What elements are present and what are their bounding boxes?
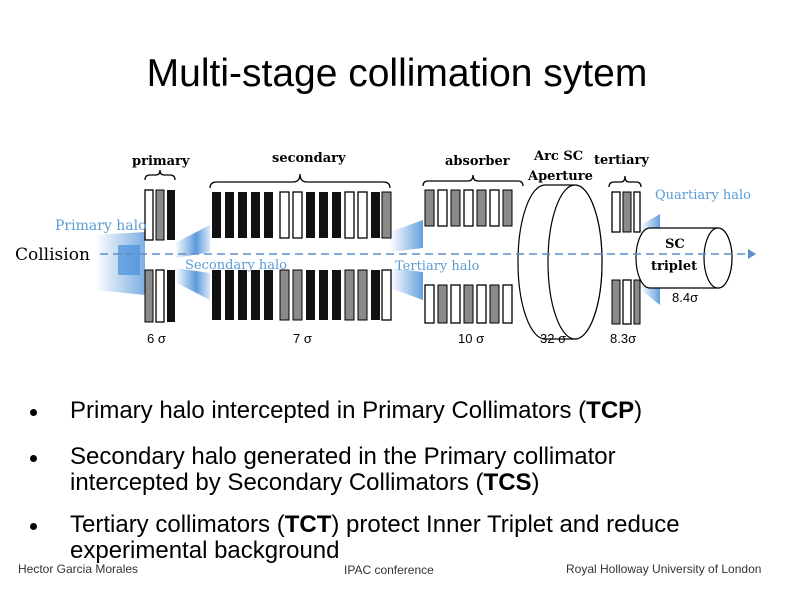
bullet-text-part: Primary halo intercepted in Primary Coll…	[70, 397, 587, 424]
bracket-secondary	[209, 173, 391, 189]
label-sc: SC	[665, 237, 685, 252]
secondary-halo-upper	[175, 225, 210, 258]
bullet-list: Primary halo intercepted in Primary Coll…	[30, 398, 780, 564]
arc-sc-aperture-cylinder	[517, 184, 603, 340]
bullet-acronym: TCP	[586, 397, 635, 424]
label-arc-sc-1: Arc SC	[533, 149, 583, 164]
label-collision: Collision	[15, 245, 90, 265]
label-absorber: absorber	[445, 154, 510, 169]
bracket-tertiary	[608, 175, 642, 188]
bullet-text: Tertiary collimators (TCT) protect Inner…	[70, 512, 750, 564]
beam-arrow-icon	[748, 249, 756, 259]
aperture-label: 32 σ	[540, 331, 566, 346]
bullet-text: Primary halo intercepted in Primary Coll…	[70, 398, 780, 424]
bullet-item: Tertiary collimators (TCT) protect Inner…	[30, 512, 780, 564]
bracket-primary	[144, 169, 176, 181]
footer-institution: Royal Holloway University of London	[566, 562, 762, 576]
secondary-collimators-lower	[212, 269, 392, 321]
label-triplet-sigma: 8.4σ	[672, 290, 698, 305]
absorbers-upper	[424, 189, 513, 227]
secondary-collimators-upper	[212, 191, 392, 239]
bullet-dot-icon	[30, 409, 37, 416]
aperture-label: 7 σ	[293, 331, 312, 346]
bullet-acronym: TCS	[483, 469, 532, 496]
collision-point	[118, 245, 140, 275]
tertiary-halo-upper	[390, 220, 423, 252]
bullet-text-part: Tertiary collimators (	[70, 511, 285, 538]
aperture-label: 8.3σ	[610, 331, 636, 346]
collimation-diagram: primary secondary absorber Arc SC Apertu…	[15, 149, 756, 346]
bullet-text-part: Secondary halo generated in the Primary …	[70, 443, 616, 496]
bullet-dot-icon	[30, 523, 37, 530]
bullet-text-part: )	[634, 397, 643, 424]
bullet-acronym: TCT	[284, 511, 332, 538]
label-secondary-halo: Secondary halo	[185, 258, 287, 273]
label-triplet: triplet	[651, 259, 697, 274]
bullet-item: Secondary halo generated in the Primary …	[30, 444, 780, 496]
aperture-label: 6 σ	[147, 331, 166, 346]
bullet-text-part: ) protect Inner Triplet and reduce exper…	[70, 511, 680, 564]
label-primary-halo: Primary halo	[55, 218, 147, 234]
absorbers-lower	[424, 284, 513, 324]
bullet-text-part: )	[531, 469, 540, 496]
label-primary: primary	[132, 154, 190, 169]
bracket-absorber	[422, 174, 524, 187]
bullet-item: Primary halo intercepted in Primary Coll…	[30, 398, 780, 424]
slide-title: Multi-stage collimation sytem	[146, 52, 648, 95]
aperture-label: 10 σ	[458, 331, 484, 346]
sc-triplet-cylinder	[635, 227, 733, 289]
footer-author: Hector Garcia Morales	[18, 562, 139, 576]
label-quartiary-halo: Quartiary halo	[655, 188, 751, 203]
bullet-dot-icon	[30, 455, 37, 462]
label-secondary: secondary	[272, 151, 346, 166]
label-tertiary: tertiary	[594, 153, 649, 168]
bullet-text: Secondary halo generated in the Primary …	[70, 444, 670, 496]
label-arc-sc-2: Aperture	[527, 169, 593, 184]
tertiary-halo-lower	[390, 268, 423, 300]
secondary-halo-lower	[175, 268, 210, 300]
footer-conference: IPAC conference	[344, 563, 434, 577]
label-tertiary-halo: Tertiary halo	[395, 259, 480, 274]
